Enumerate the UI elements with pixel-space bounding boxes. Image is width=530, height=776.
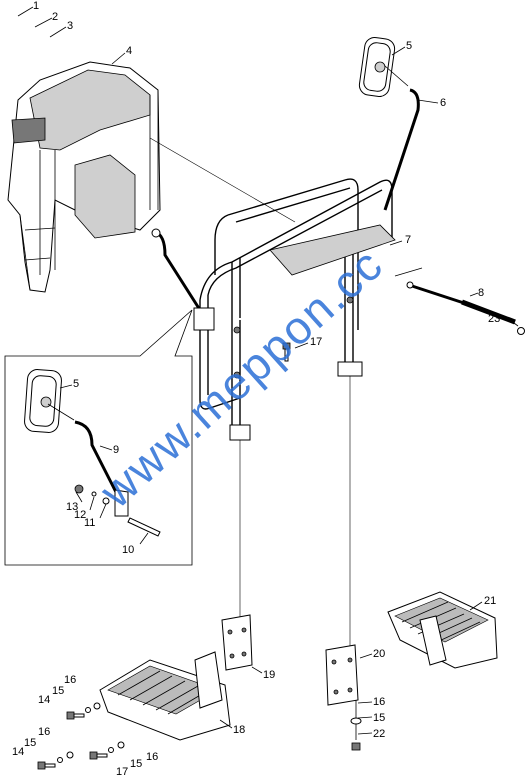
callout-2: 2 [52, 11, 58, 23]
callout-16-a: 16 [64, 674, 76, 686]
callout-16-c: 16 [38, 726, 50, 738]
callout-21: 21 [484, 595, 496, 607]
callout-23: 23 [488, 313, 500, 325]
gas-strut [394, 267, 525, 335]
detail-inset [4, 309, 193, 566]
callout-14-a: 14 [38, 694, 50, 706]
callout-8: 8 [478, 287, 484, 299]
callout-15-d: 15 [130, 758, 142, 770]
callout-6: 6 [440, 97, 446, 109]
mirror-top [358, 36, 420, 211]
callout-15-a: 15 [52, 685, 64, 697]
callout-5-inset: 5 [73, 378, 79, 390]
callout-22: 22 [373, 728, 385, 740]
callout-7: 7 [405, 234, 411, 246]
callout-4: 4 [126, 45, 132, 57]
fender-assembly [7, 61, 161, 293]
callout-18: 18 [233, 724, 245, 736]
callout-16-b: 16 [373, 696, 385, 708]
callout-1: 1 [33, 0, 39, 12]
callout-10: 10 [122, 544, 134, 556]
callout-20: 20 [373, 648, 385, 660]
callout-13: 13 [66, 501, 78, 513]
callout-labels: 1 2 3 4 5 6 7 8 23 17 5 9 13 12 11 10 21… [12, 0, 500, 776]
callout-12: 12 [74, 509, 86, 521]
mirror-arm-left [151, 228, 215, 331]
callout-15-c: 15 [24, 737, 36, 749]
callout-17-upper: 17 [310, 336, 322, 348]
right-step [325, 591, 498, 751]
callout-16-d: 16 [146, 751, 158, 763]
step-frame [199, 178, 396, 441]
left-step [37, 614, 253, 770]
callout-11: 11 [84, 517, 95, 529]
callout-5: 5 [406, 40, 412, 52]
callout-15-b: 15 [373, 712, 385, 724]
callout-9: 9 [113, 444, 119, 456]
bolt-17-upper [282, 342, 291, 362]
callout-leaders [17, 6, 519, 735]
watermark: www.meppon.cc [89, 237, 393, 518]
callout-19: 19 [263, 669, 275, 681]
callout-17-lower: 17 [116, 766, 128, 776]
callout-14-b: 14 [12, 746, 24, 758]
callout-3: 3 [67, 20, 73, 32]
